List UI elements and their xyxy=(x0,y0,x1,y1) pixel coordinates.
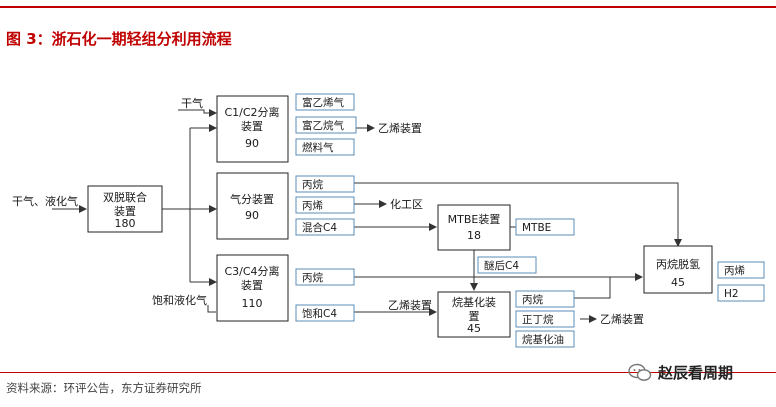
stream-label-box xyxy=(515,330,575,348)
unit-c3c4-name: C3/C4分离装置 xyxy=(224,264,279,292)
unit-c3c4-box xyxy=(216,254,289,322)
unit-mtbe-name: MTBE装置 xyxy=(448,213,501,226)
unit-dual-removal-name-line: 装置 xyxy=(114,205,136,218)
unit-dual-removal-box xyxy=(87,185,163,233)
stream-ethylene-rich: 富乙烯气 xyxy=(302,96,344,109)
unit-gasfrac-box xyxy=(216,172,289,240)
stream-label-box xyxy=(295,93,355,111)
stream-label-box xyxy=(295,116,357,134)
stream-pdh-propylene: 丙烯 xyxy=(724,264,745,277)
top-rule xyxy=(0,6,776,8)
stream-label-box xyxy=(717,284,765,302)
stream-propane-c3c4: 丙烷 xyxy=(302,271,323,284)
stream-label-box xyxy=(515,218,575,236)
stream-alkylate: 烷基化油 xyxy=(522,333,564,346)
unit-c1c2-name: C1/C2分离装置 xyxy=(224,105,279,133)
watermark: 赵辰看周期 xyxy=(628,362,733,383)
unit-alkylation-name: 烷基化装置 xyxy=(452,295,496,323)
unit-c1c2-name-line: 装置 xyxy=(241,120,263,133)
stream-mixed-c4: 混合C4 xyxy=(302,221,337,234)
unit-c3c4-name-line: C3/C4分离 xyxy=(224,264,279,278)
stream-label-box xyxy=(717,261,765,279)
unit-pdh-box xyxy=(643,245,713,294)
flow-propane-to-pdh xyxy=(354,182,682,247)
wechat-icon xyxy=(628,363,652,381)
unit-mtbe-value: 18 xyxy=(467,229,481,242)
stream-propane-gasfrac: 丙烷 xyxy=(302,178,323,191)
stream-label-box xyxy=(295,218,355,236)
stream-label-box xyxy=(295,175,355,193)
dest-ethylene-unit-1: 乙烯装置 xyxy=(378,122,422,135)
stream-label-box xyxy=(515,290,575,308)
stream-label-box xyxy=(295,196,355,214)
unit-pdh-name: 丙烷脱氢 xyxy=(656,257,700,271)
dest-chem-zone: 化工区 xyxy=(390,197,423,211)
stream-n-butane: 正丁烷 xyxy=(522,313,554,326)
unit-dual-removal-name: 双脱联合装置 xyxy=(103,190,147,218)
unit-pdh-value: 45 xyxy=(671,276,685,289)
bottom-rule xyxy=(0,372,776,373)
stream-ethane-rich: 富乙烷气 xyxy=(302,119,344,132)
stream-fuel-gas: 燃料气 xyxy=(302,141,334,154)
unit-c1c2-value: 90 xyxy=(245,137,259,150)
input-feed-label: 干气、液化气 xyxy=(12,194,78,208)
stream-mtbe-product: MTBE xyxy=(522,222,551,234)
stream-label-box xyxy=(295,268,355,286)
watermark-text: 赵辰看周期 xyxy=(658,364,734,382)
figure-title: 图 3：浙石化一期轻组分利用流程 xyxy=(6,30,232,48)
input-dry-gas-label: 干气 xyxy=(181,96,203,110)
dest-ethylene-unit-2: 乙烯装置 xyxy=(388,299,432,312)
stream-label-box xyxy=(295,304,355,322)
stream-propylene-gasfrac: 丙烯 xyxy=(302,199,323,212)
stream-propane-alk: 丙烷 xyxy=(522,293,543,306)
dest-ethylene-unit-3: 乙烯装置 xyxy=(600,313,644,326)
input-sat-lpg-label: 饱和液化气 xyxy=(152,293,207,307)
unit-alkylation-box xyxy=(437,291,511,338)
unit-gasfrac-name: 气分装置 xyxy=(230,192,274,206)
stream-pdh-h2: H2 xyxy=(724,288,739,300)
unit-mtbe-box xyxy=(437,204,511,251)
source-note: 资料来源：环评公告，东方证券研究所 xyxy=(6,381,202,395)
unit-c3c4-name-line: 装置 xyxy=(241,279,263,292)
unit-dual-removal-value: 180 xyxy=(115,217,136,230)
flow-sat-lpg xyxy=(207,305,216,313)
unit-dual-removal-name-line: 双脱联合 xyxy=(103,190,147,204)
stream-label-box xyxy=(515,310,575,328)
unit-c1c2-name-line: C1/C2分离 xyxy=(224,105,279,119)
unit-c1c2-box xyxy=(216,95,289,163)
stream-ether-c4: 醚后C4 xyxy=(484,259,519,272)
flow-alk-propane-to-pdh xyxy=(574,277,611,299)
flow-dry-gas xyxy=(178,109,217,117)
unit-alkylation-name-line: 置 xyxy=(469,310,480,323)
unit-c3c4-value: 110 xyxy=(242,297,263,310)
stream-label-box xyxy=(295,138,355,156)
stream-label-box xyxy=(477,256,537,274)
stream-saturated-c4: 饱和C4 xyxy=(302,308,337,320)
unit-gasfrac-value: 90 xyxy=(245,209,259,222)
unit-alkylation-value: 45 xyxy=(467,322,481,335)
unit-alkylation-name-line: 烷基化装 xyxy=(452,295,496,309)
